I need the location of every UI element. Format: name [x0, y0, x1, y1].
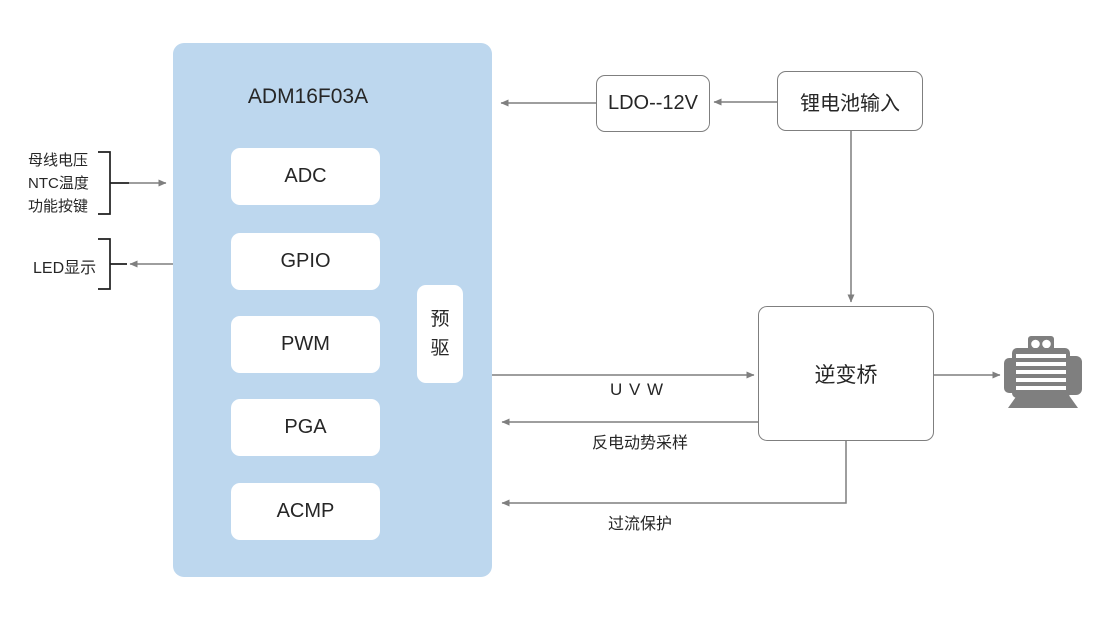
bus-input-line-1: 母线电压	[28, 152, 89, 169]
inverter-label: 逆变桥	[814, 363, 878, 387]
chip-sub-block-gpio: GPIO	[231, 233, 380, 290]
battery-label: 锂电池输入	[800, 92, 900, 115]
chip-title: ADM16F03A	[247, 85, 369, 108]
bemf-signal-label: 反电动势采样	[591, 435, 688, 452]
chip-sub-block-adc: ADC	[231, 148, 380, 205]
adc-label: ADC	[284, 165, 327, 187]
chip-sub-block-predriver: 预驱	[417, 285, 463, 383]
bus-input-labels: 母线电压 NTC温度 功能按键	[28, 149, 108, 218]
ldo-label: LDO--12V	[607, 92, 699, 114]
chip-sub-block-pga: PGA	[231, 399, 380, 456]
chip-sub-block-acmp: ACMP	[231, 483, 380, 540]
led-display-label: LED显示	[33, 260, 97, 277]
ldo-block: LDO--12V	[596, 75, 710, 132]
bus-input-line-3: 功能按键	[28, 198, 89, 215]
battery-input-block: 锂电池输入	[777, 71, 923, 131]
predriver-label: 预驱	[430, 308, 450, 359]
motor-icon	[1004, 336, 1082, 408]
chip-sub-block-pwm: PWM	[231, 316, 380, 373]
pga-label: PGA	[284, 416, 327, 438]
inverter-bridge-block: 逆变桥	[758, 306, 934, 441]
acmp-label: ACMP	[276, 500, 335, 522]
pwm-label: PWM	[281, 333, 330, 355]
uvw-signal-label: U V W	[609, 380, 665, 399]
overcurrent-signal-label: 过流保护	[607, 516, 672, 533]
bus-input-line-2: NTC温度	[28, 175, 89, 192]
gpio-label: GPIO	[280, 250, 331, 272]
